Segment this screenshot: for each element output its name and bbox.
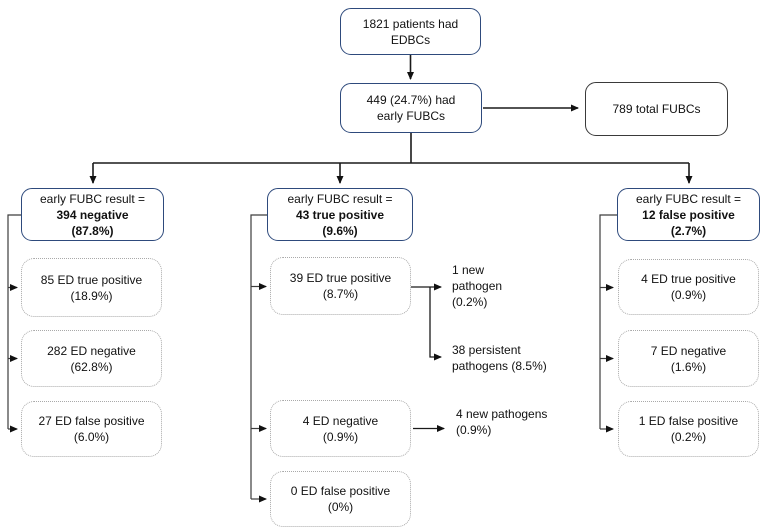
box-early-fubcs-line1: 449 (24.7%) had [366,93,456,107]
node-mid-ed-false-positive: 0 ED false positive (0%) [270,471,411,527]
node-left-ed-true-positive-line2: (18.9%) [70,288,113,303]
branch-header-negative-line2: 394 negative [56,207,129,222]
box-total-fubcs: 789 total FUBCs [585,82,728,136]
annotation-new-pathogen-line1: 1 new [452,263,485,277]
branch-header-negative: early FUBC result = 394 negative (87.8%) [21,188,164,241]
box-total-fubcs-label: 789 total FUBCs [612,102,701,116]
node-mid-ed-true-positive-line1: 39 ED true positive [289,271,392,285]
node-left-ed-false-positive-line2: (6.0%) [73,430,110,444]
node-mid-ed-negative-line1: 4 ED negative [302,413,379,428]
node-left-ed-false-positive: 27 ED false positive (6.0%) [21,401,162,457]
node-left-ed-negative: 282 ED negative (62.8%) [21,330,162,387]
node-right-ed-false-positive-line1: 1 ED false positive [638,414,739,428]
box-patients-edbc-line1: 1821 patients had [362,16,459,31]
branch-header-negative-line1: early FUBC result = [39,191,146,206]
node-mid-ed-negative-line2: (0.9%) [322,429,359,444]
box-early-fubcs: 449 (24.7%) had early FUBCs [340,83,482,133]
node-right-ed-negative: 7 ED negative (1.6%) [618,330,759,387]
annotation-new-pathogen-line3: (0.2%) [452,295,488,309]
node-left-ed-false-positive-line1: 27 ED false positive [38,414,145,428]
annotation-four-new-pathogens-line2: (0.9%) [456,423,492,437]
annotation-persistent-pathogens-line2: pathogens (8.5%) [452,359,547,373]
node-mid-ed-false-positive-line2: (0%) [327,500,354,514]
box-patients-edbc: 1821 patients had EDBCs [340,8,481,55]
annotation-new-pathogen: 1 new pathogen (0.2%) [452,262,502,310]
annotation-persistent-pathogens: 38 persistent pathogens (8.5%) [452,342,547,374]
node-right-ed-true-positive-line2: (0.9%) [670,288,707,302]
node-right-ed-false-positive: 1 ED false positive (0.2%) [618,401,759,457]
node-mid-ed-negative: 4 ED negative (0.9%) [270,400,411,457]
box-early-fubcs-line2: early FUBCs [376,109,445,123]
branch-header-false-positive-line3: (2.7%) [670,223,707,238]
node-mid-ed-true-positive-line2: (8.7%) [322,287,359,301]
annotation-new-pathogen-line2: pathogen [452,279,503,293]
node-right-ed-true-positive: 4 ED true positive (0.9%) [618,259,759,315]
branch-header-true-positive-line3: (9.6%) [322,223,358,238]
node-right-ed-true-positive-line1: 4 ED true positive [641,272,736,286]
branch-header-true-positive-line1: early FUBC result = [287,191,393,206]
node-right-ed-negative-line1: 7 ED negative [650,343,727,358]
node-left-ed-negative-line1: 282 ED negative [47,343,136,358]
branch-header-true-positive: early FUBC result = 43 true positive (9.… [267,188,413,241]
right-branch-spine [599,214,617,429]
node-right-ed-negative-line2: (1.6%) [670,359,707,374]
branch-header-false-positive-line1: early FUBC result = [635,191,742,206]
left-branch-spine [7,214,21,429]
box-patients-edbc-line2: EDBCs [390,32,431,47]
node-mid-ed-false-positive-line1: 0 ED false positive [290,484,391,498]
node-left-ed-true-positive: 85 ED true positive (18.9%) [21,258,162,317]
branch-header-true-positive-line2: 43 true positive [295,207,385,222]
middle-branch-spine [250,214,267,499]
node-left-ed-true-positive-line1: 85 ED true positive [40,272,143,287]
branch-header-false-positive: early FUBC result = 12 false positive (2… [617,188,760,241]
annotation-persistent-pathogens-line1: 38 persistent [452,343,521,357]
node-right-ed-false-positive-line2: (0.2%) [670,430,707,444]
node-mid-ed-true-positive: 39 ED true positive (8.7%) [270,257,411,315]
annotation-four-new-pathogens: 4 new pathogens (0.9%) [456,406,547,438]
splitter-line [93,133,689,164]
annotation-four-new-pathogens-line1: 4 new pathogens [456,407,548,421]
arrow-to-persistent-pathogens [429,287,442,361]
branch-header-negative-line3: (87.8%) [71,223,114,238]
node-left-ed-negative-line2: (62.8%) [70,359,113,374]
branch-header-false-positive-line2: 12 false positive [642,207,735,222]
